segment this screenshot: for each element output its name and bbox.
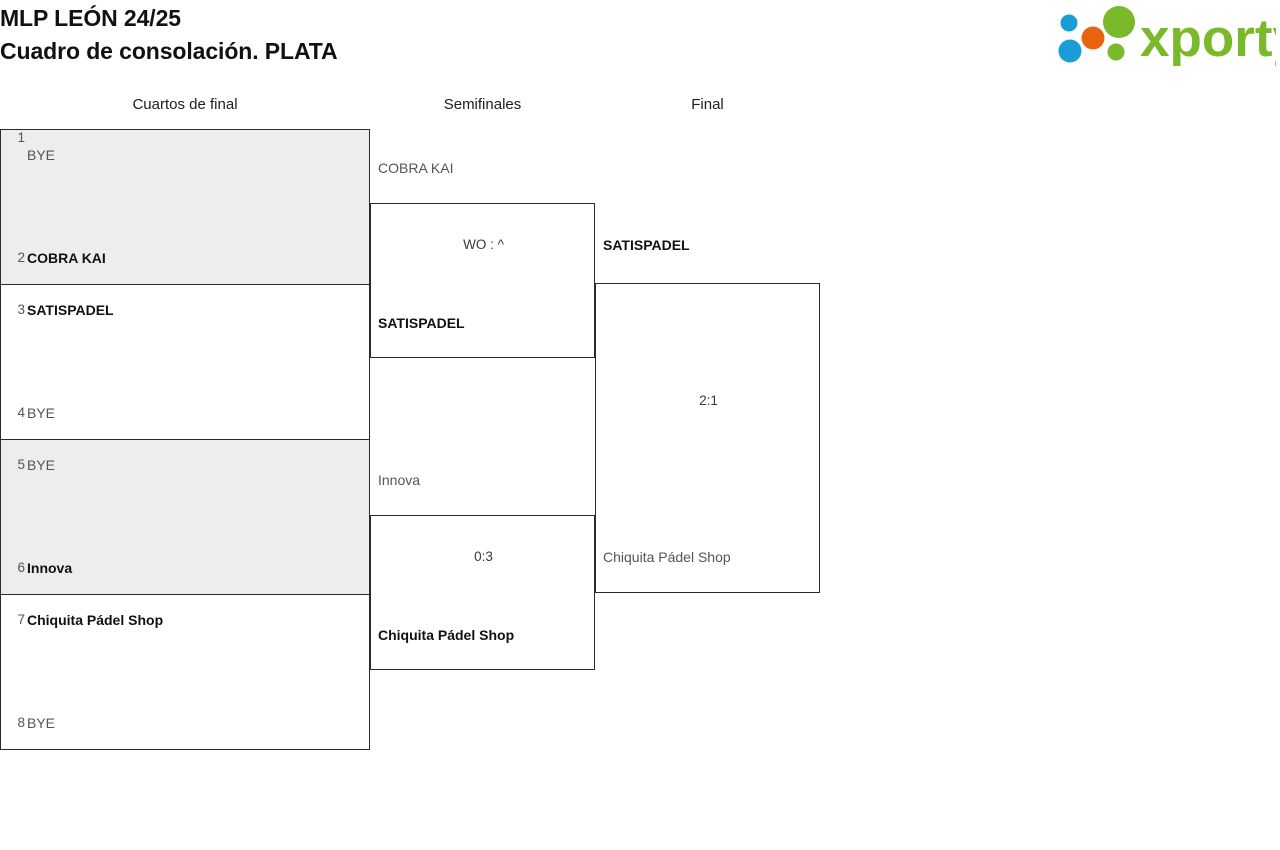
player-name: SATISPADEL [603,237,690,253]
xporty-logo[interactable]: xporty [1050,6,1276,66]
player-name: Chiquita Pádel Shop [27,612,164,628]
player-name: Innova [378,472,421,488]
seed-number: 3 [17,302,25,317]
player-name: BYE [27,457,56,473]
seed-number: 4 [17,405,25,420]
player-name: BYE [27,405,56,421]
player-name: COBRA KAI [378,160,454,176]
player-name: Chiquita Pádel Shop [378,627,515,643]
match-score: 0:3 [474,549,493,564]
round-header-semifinals: Semifinales [443,96,522,113]
match-r1-1[interactable]: 1 BYE 2 COBRA KAI [0,129,370,285]
page-title: MLP LEÓN 24/25 Cuadro de consolación. PL… [0,2,338,68]
title-line-1: MLP LEÓN 24/25 [0,5,181,31]
match-final[interactable]: SATISPADEL 2:1 Chiquita Pádel Shop [595,237,820,593]
seed-number: 5 [17,457,25,472]
svg-text:xporty: xporty [1140,9,1276,66]
round-header-final: Final [691,96,724,113]
match-r2-2[interactable]: Innova 0:3 Chiquita Pádel Shop [370,472,595,670]
player-name: COBRA KAI [27,250,106,266]
seed-number: 8 [17,715,25,730]
player-name: Innova [27,560,73,576]
title-line-2: Cuadro de consolación. PLATA [0,38,338,64]
round-header-quarterfinals: Cuartos de final [132,96,238,113]
player-name: BYE [27,715,56,731]
seed-number: 1 [17,130,25,145]
player-name: SATISPADEL [378,315,465,331]
match-r2-1[interactable]: COBRA KAI WO : ^ SATISPADEL [370,160,595,358]
match-score: WO : ^ [463,237,504,252]
seed-number: 7 [17,612,25,627]
match-r1-4[interactable]: 7 Chiquita Pádel Shop 8 BYE [0,594,370,750]
player-name: BYE [27,147,56,163]
seed-number: 6 [17,560,25,575]
match-r1-2[interactable]: 3 SATISPADEL 4 BYE [0,284,370,440]
match-r1-3[interactable]: 5 BYE 6 Innova [0,439,370,595]
match-score: 2:1 [699,393,718,408]
player-name: SATISPADEL [27,302,114,318]
player-name: Chiquita Pádel Shop [603,549,731,565]
seed-number: 2 [17,250,25,265]
xporty-logo-mark: xporty [1058,6,1276,66]
